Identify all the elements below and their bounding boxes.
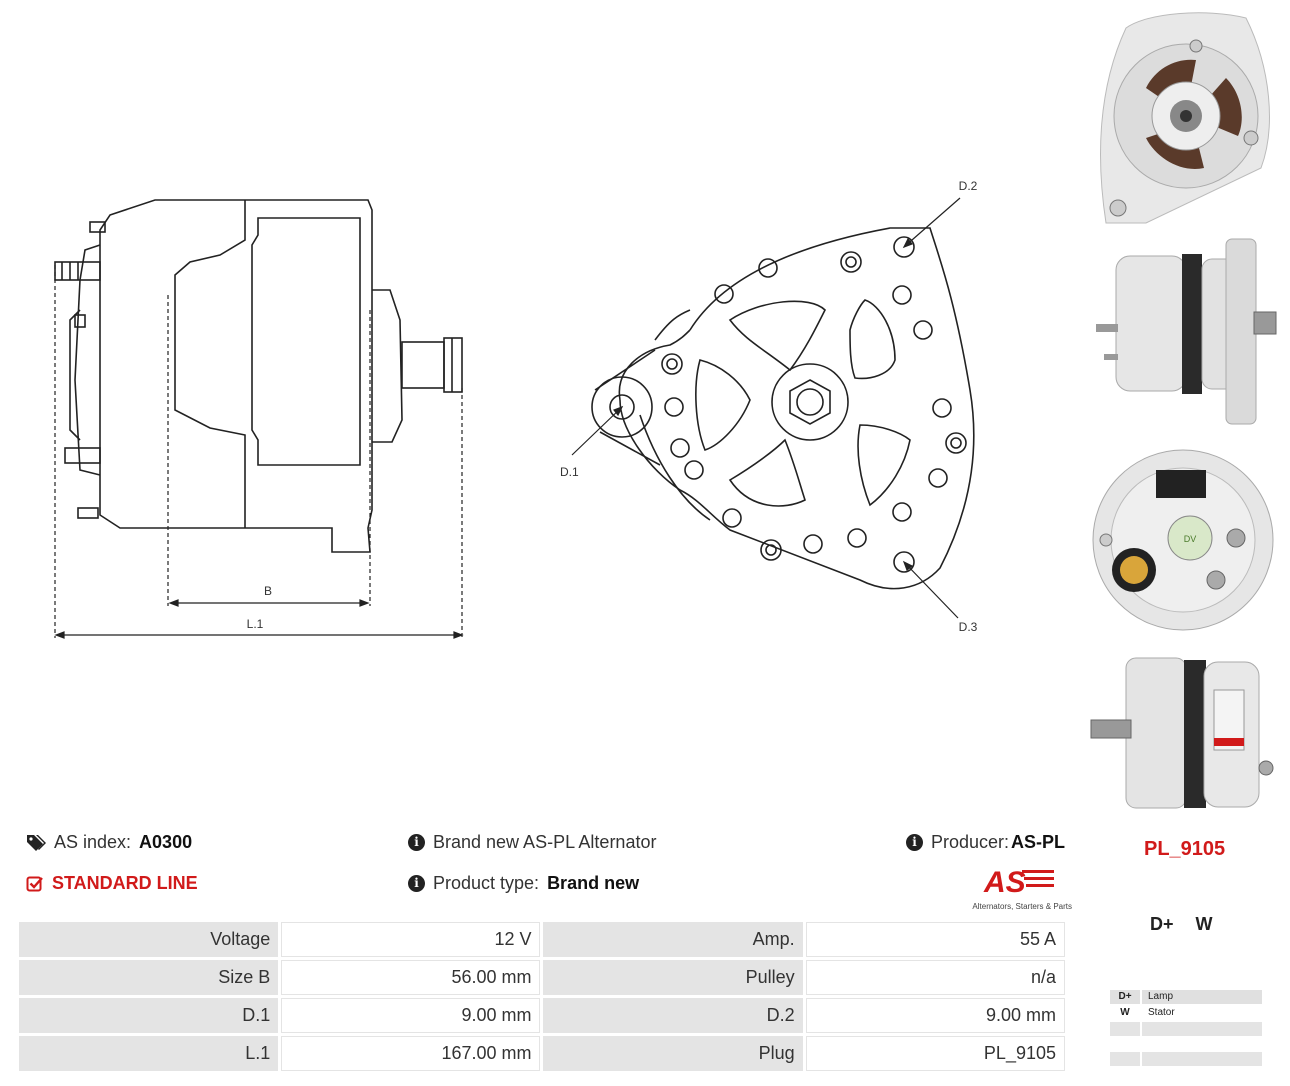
info-icon: i (408, 875, 425, 892)
spec-value: PL_9105 (805, 1036, 1065, 1071)
alternator-side-photo-2[interactable] (1086, 650, 1280, 818)
spec-table: Voltage 12 V Amp. 55 A Size B 56.00 mm P… (16, 919, 1068, 1074)
legend-row-empty (1110, 1038, 1262, 1050)
spec-label: L.1 (19, 1036, 279, 1071)
alternator-rear-photo[interactable]: DV (1086, 440, 1280, 640)
info-icon: i (906, 834, 923, 851)
producer-value: AS-PL (1011, 832, 1066, 852)
alternator-side-photo[interactable] (1086, 234, 1280, 434)
spec-label: Plug (543, 1036, 803, 1071)
spec-value: 12 V (281, 922, 541, 957)
dimension-b-label: B (264, 584, 272, 598)
connector-legend: D+ Lamp W Stator (1110, 990, 1262, 1068)
as-index-label: AS index: (54, 832, 132, 852)
as-index-value: A0300 (139, 832, 193, 852)
spec-value: 167.00 mm (281, 1036, 541, 1071)
spec-value: 9.00 mm (281, 998, 541, 1033)
spec-label: Size B (19, 960, 279, 995)
as-logo: AS Alternators, Starters & Parts (962, 864, 1072, 911)
spec-label: D.1 (19, 998, 279, 1033)
standard-line-label: STANDARD LINE (52, 873, 198, 893)
dimension-d2-label: D.2 (959, 179, 978, 193)
legend-desc: Lamp (1142, 990, 1262, 1004)
legend-row: D+ Lamp (1110, 990, 1262, 1004)
legend-code: W (1110, 1006, 1140, 1020)
spec-label: Amp. (543, 922, 803, 957)
alternator-front-photo[interactable] (1086, 8, 1280, 226)
spec-value: 55 A (805, 922, 1065, 957)
standard-line-row: STANDARD LINE (26, 873, 198, 894)
tags-icon (27, 834, 46, 851)
spec-value: 56.00 mm (281, 960, 541, 995)
table-row: Voltage 12 V Amp. 55 A (19, 922, 1065, 957)
info-icon: i (408, 834, 425, 851)
legend-row-empty (1110, 1052, 1262, 1066)
side-view-drawing: B L.1 (54, 199, 464, 639)
as-logo-text: AS (983, 866, 1026, 896)
connector-w: W (1195, 914, 1213, 934)
dimension-l1-label: L.1 (247, 617, 264, 631)
product-type-row: i Product type: Brand new (408, 873, 639, 894)
legend-row: W Stator (1110, 1006, 1262, 1020)
spec-label: Pulley (543, 960, 803, 995)
legend-code (1110, 1052, 1140, 1066)
producer-row: i Producer: AS-PL (906, 832, 1065, 853)
legend-desc: Stator (1142, 1006, 1262, 1020)
legend-code (1110, 1038, 1140, 1050)
legend-desc (1142, 1022, 1262, 1036)
table-row: Size B 56.00 mm Pulley n/a (19, 960, 1065, 995)
dimension-d3-label: D.3 (959, 620, 978, 634)
legend-desc (1142, 1038, 1262, 1050)
spec-label: D.2 (543, 998, 803, 1033)
dimension-d1-label: D.1 (560, 465, 579, 479)
as-logo-mark: AS (983, 866, 1054, 899)
spec-value: 9.00 mm (805, 998, 1065, 1033)
table-row: D.1 9.00 mm D.2 9.00 mm (19, 998, 1065, 1033)
product-type-value: Brand new (547, 873, 640, 893)
table-row: L.1 167.00 mm Plug PL_9105 (19, 1036, 1065, 1071)
connector-terminals: D+ W (1150, 914, 1213, 935)
product-description: Brand new AS-PL Alternator (433, 832, 657, 852)
connector-d-plus: D+ (1150, 914, 1174, 934)
legend-code: D+ (1110, 990, 1140, 1004)
legend-row-empty (1110, 1022, 1262, 1036)
as-logo-tagline: Alternators, Starters & Parts (972, 902, 1072, 911)
description-row: i Brand new AS-PL Alternator (408, 832, 656, 853)
legend-desc (1142, 1052, 1262, 1066)
svg-text:DV: DV (1184, 534, 1197, 544)
spec-label: Voltage (19, 922, 279, 957)
check-square-icon (26, 876, 43, 891)
legend-code (1110, 1022, 1140, 1036)
front-view-drawing: D.2 D.3 D.1 (560, 179, 978, 634)
part-number: PL_9105 (1144, 838, 1226, 860)
as-index-row: AS index: A0300 (26, 832, 192, 853)
product-type-label: Product type: (433, 873, 540, 893)
producer-label: Producer: (931, 832, 1010, 852)
spec-value: n/a (805, 960, 1065, 995)
